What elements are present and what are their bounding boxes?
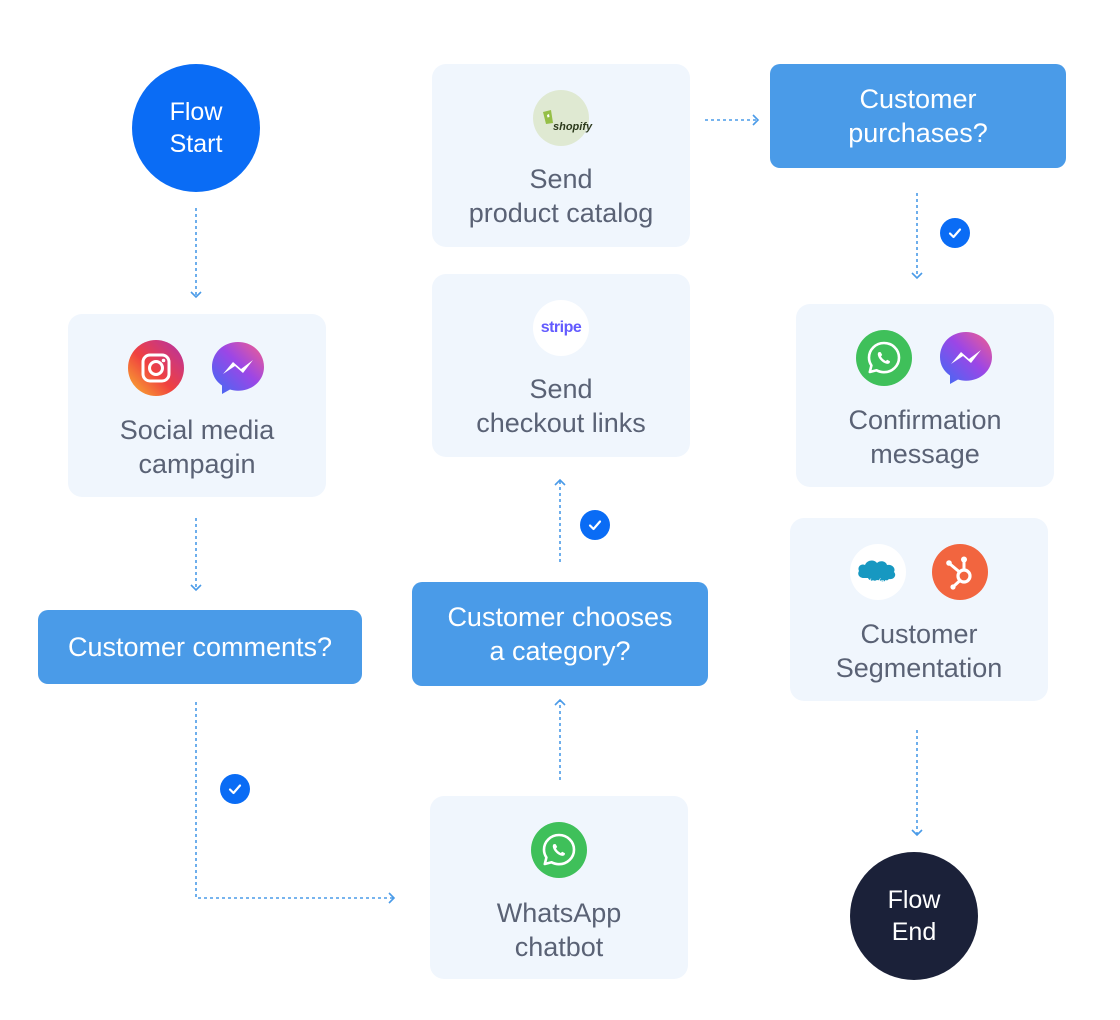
salesforce-icon: salesforce (850, 544, 906, 600)
send-checkout-links-node[interactable]: stripe Send checkout links (432, 274, 690, 457)
whatsapp-chatbot-node[interactable]: WhatsApp chatbot (430, 796, 688, 979)
shopify-logo-text: shopify (553, 121, 593, 133)
whatsapp-chatbot-label: WhatsApp chatbot (496, 898, 622, 962)
confirmation-message-label: Confirmation message (848, 405, 1002, 469)
whatsapp-icon (531, 822, 587, 878)
salesforce-logo-text: salesforce (862, 579, 894, 586)
customer-chooses-category-decision[interactable]: Customer chooses a category? (412, 582, 708, 686)
messenger-icon (938, 330, 994, 386)
confirmation-message-node[interactable]: Confirmation message (796, 304, 1054, 487)
flow-start-label-line2: Start (169, 130, 223, 158)
messenger-icon (210, 340, 266, 396)
send-product-catalog-label: Send product catalog (468, 164, 654, 228)
flow-end-node[interactable]: Flow End (850, 852, 978, 980)
customer-purchases-decision[interactable]: Customer purchases? (770, 64, 1066, 168)
shopify-icon: shopify (533, 90, 593, 146)
social-media-campaign-label: Social media campagin (119, 415, 275, 479)
instagram-icon (128, 340, 184, 396)
social-media-campaign-node[interactable]: Social media campagin (68, 314, 326, 497)
flow-end-label-line2: End (891, 918, 937, 946)
send-product-catalog-node[interactable]: shopify Send product catalog (432, 64, 690, 247)
check-category-icon (580, 510, 610, 540)
flow-start-label-line1: Flow (169, 98, 223, 126)
send-checkout-links-label: Send checkout links (476, 374, 646, 438)
stripe-icon: stripe (533, 300, 589, 356)
flow-end-label-line1: Flow (887, 886, 941, 914)
customer-comments-decision[interactable]: Customer comments? (38, 610, 362, 684)
check-comments-icon (220, 774, 250, 804)
flow-start-node[interactable]: Flow Start (132, 64, 260, 192)
hubspot-icon (932, 544, 988, 600)
whatsapp-icon (856, 330, 912, 386)
customer-segmentation-node[interactable]: salesforce Customer Segmentation (790, 518, 1048, 701)
stripe-logo-text: stripe (540, 319, 582, 336)
customer-segmentation-label: Customer Segmentation (835, 619, 1003, 683)
check-purchases-icon (940, 218, 970, 248)
